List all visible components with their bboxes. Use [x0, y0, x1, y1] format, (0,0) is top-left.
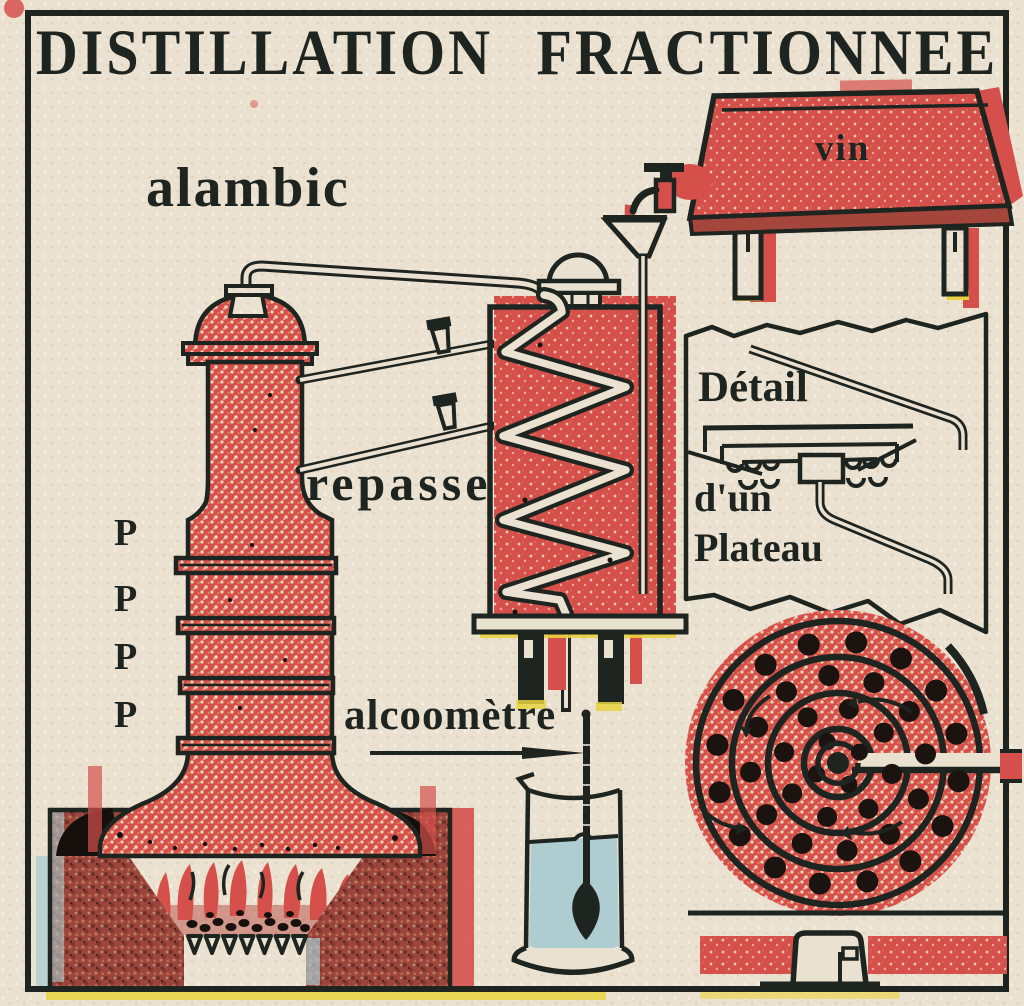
- label-vin: vin: [815, 128, 871, 169]
- ink-smudge: [250, 100, 258, 108]
- wine-vat: [600, 79, 1023, 308]
- plate-marker-1: P: [114, 512, 138, 554]
- coals: [186, 910, 310, 932]
- yellow-offset-strip: [46, 992, 606, 1000]
- beaker-spout: [515, 771, 535, 792]
- flow-arrows: [698, 694, 914, 840]
- plateau-side-view: [688, 910, 1007, 987]
- burners: [186, 934, 308, 955]
- pipe-valve: [426, 316, 452, 355]
- page-title: DISTILLATION FRACTIONNEE: [35, 15, 999, 89]
- plateau-center: [827, 752, 849, 774]
- label-detail-line3: Plateau: [694, 525, 823, 570]
- bubble-cap: [790, 930, 869, 985]
- vat-leg: [732, 225, 764, 301]
- repasse-pipes: [295, 316, 497, 475]
- label-detail-line2: d'un: [694, 475, 772, 520]
- pipe-valve: [432, 392, 458, 431]
- vat-tap: [624, 163, 712, 244]
- print-specks: [117, 393, 398, 852]
- condenser-dome: [536, 252, 622, 308]
- plateau-top-view: [685, 610, 1022, 916]
- border-frame: [25, 10, 1009, 992]
- still-body: [97, 359, 423, 859]
- vat-red-offset: [977, 87, 1023, 206]
- beaker-liquid: [529, 836, 619, 954]
- vat-rim: [687, 203, 1015, 237]
- alcoometre-arrow: [370, 747, 585, 759]
- condenser-legs: [471, 613, 689, 711]
- funnel: [600, 215, 668, 259]
- plate-marker-4: P: [114, 694, 138, 736]
- label-detail-line1: Détail: [698, 364, 808, 411]
- yellow-offset-strip: [700, 992, 900, 999]
- hydrometer-bulb: [572, 880, 600, 940]
- condenser: [471, 252, 689, 712]
- plate-marker-2: P: [114, 578, 138, 620]
- beaker: [511, 709, 635, 975]
- plateau-outlet-nub: [1000, 752, 1022, 780]
- hydrometer: [572, 709, 600, 940]
- detail-panel: [683, 311, 989, 635]
- plate-marker-3: P: [114, 636, 138, 678]
- plate-cross-section: [687, 423, 917, 490]
- vat-leg: [941, 225, 969, 297]
- label-alcoometre: alcoomètre: [344, 692, 557, 739]
- label-alambic: alambic: [146, 157, 350, 219]
- ink-smudge: [4, 0, 24, 18]
- label-repasse: repasse: [306, 455, 492, 511]
